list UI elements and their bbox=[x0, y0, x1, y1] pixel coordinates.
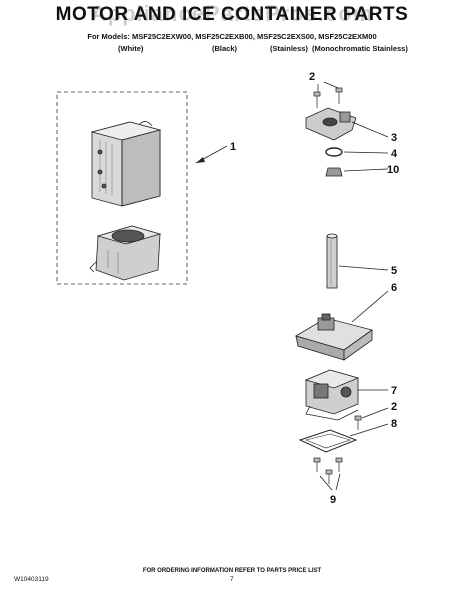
gasket-part bbox=[298, 429, 358, 453]
leader-lines bbox=[319, 121, 389, 491]
callout-4: 4 bbox=[391, 148, 398, 160]
ordering-info: FOR ORDERING INFORMATION REFER TO PARTS … bbox=[142, 568, 322, 574]
motor-cover-part bbox=[295, 313, 373, 361]
callout-6: 6 bbox=[391, 282, 397, 294]
callout-2-top: 2 bbox=[309, 71, 315, 83]
color-monochromatic-stainless: (Monochromatic Stainless) bbox=[312, 44, 408, 53]
page-number: 7 bbox=[230, 576, 234, 583]
color-black: (Black) bbox=[212, 44, 238, 53]
washer-part bbox=[325, 147, 343, 157]
page-title: MOTOR AND ICE CONTAINER PARTS bbox=[55, 4, 409, 25]
models-line: For Models: MSF25C2EXW00, MSF25C2EXB00, … bbox=[87, 32, 377, 41]
callout-7: 7 bbox=[391, 385, 397, 397]
screw-set-bottom bbox=[313, 457, 343, 484]
color-stainless: (Stainless) bbox=[270, 44, 308, 53]
callout-2-bottom: 2 bbox=[391, 401, 397, 413]
callout-5: 5 bbox=[391, 265, 397, 277]
callout-3: 3 bbox=[391, 132, 397, 144]
callout-10: 10 bbox=[387, 164, 399, 176]
callout-8: 8 bbox=[391, 418, 397, 430]
document-number: W10403119 bbox=[14, 576, 49, 583]
screw-lower bbox=[354, 415, 362, 430]
callout-9: 9 bbox=[330, 494, 336, 506]
drive-shaft-part bbox=[326, 233, 338, 289]
callout-1: 1 bbox=[230, 141, 236, 153]
ice-bin-part bbox=[90, 121, 162, 207]
screw-pair-top bbox=[313, 87, 343, 108]
ice-auger-housing-part bbox=[89, 225, 162, 281]
color-white: (White) bbox=[118, 44, 144, 53]
motor-part bbox=[304, 369, 360, 421]
motor-mount-bracket-part bbox=[305, 107, 357, 141]
nut-part bbox=[325, 167, 343, 177]
ice-container-group-box bbox=[56, 91, 188, 285]
